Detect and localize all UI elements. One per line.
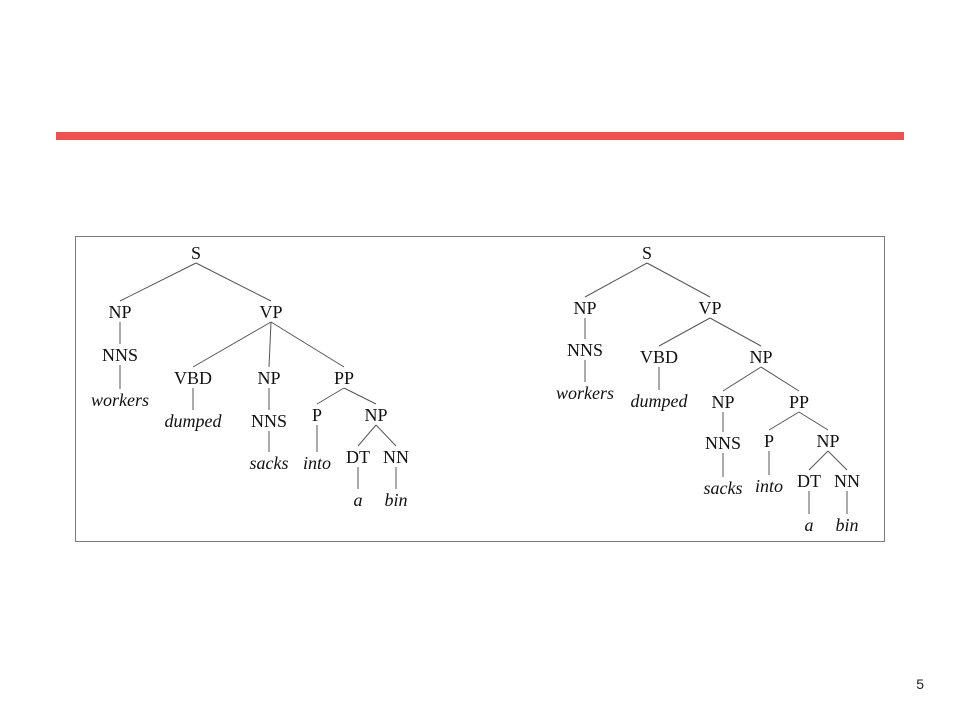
tree-node-label: VP [698, 298, 721, 318]
tree-edge [722, 366, 762, 392]
tree-leaf-word: workers [91, 390, 149, 410]
tree-node-label: PP [334, 368, 354, 388]
tree-node-label: NP [816, 431, 839, 451]
tree-node-label: S [642, 243, 652, 263]
tree-edge [709, 317, 762, 347]
tree-node-label: NP [257, 368, 280, 388]
tree-edge [808, 450, 829, 471]
tree-edge [658, 317, 711, 347]
tree-edge [192, 321, 272, 368]
tree-node-label: NP [364, 405, 387, 425]
tree-leaf-word: a [354, 490, 363, 510]
tree-node-label: NNS [102, 345, 138, 365]
tree-edge [584, 262, 648, 298]
tree-edge [268, 321, 272, 368]
tree-node-label: NP [108, 302, 131, 322]
tree-leaf-word: sacks [704, 478, 743, 498]
tree-edge [316, 387, 345, 405]
tree-node-label: NNS [251, 411, 287, 431]
tree-node-label: NNS [705, 433, 741, 453]
tree-node-label: NP [711, 392, 734, 412]
tree-edge [768, 411, 800, 431]
tree-node-label: VBD [174, 368, 212, 388]
tree-node-label: NP [573, 298, 596, 318]
tree-edge [827, 450, 848, 471]
tree-node-label: NN [834, 471, 860, 491]
tree-node-label: NP [749, 347, 772, 367]
title-accent-bar [56, 132, 904, 140]
tree-leaf-word: workers [556, 383, 614, 403]
tree-node-label: P [312, 405, 322, 425]
tree-edge [646, 262, 711, 298]
tree-edge [760, 366, 800, 392]
tree-leaf-word: dumped [631, 391, 689, 411]
parse-tree-left: S NP VP NNS workers VBD NP PP dumped NNS sacks P NP i… [91, 243, 409, 510]
tree-node-label: DT [346, 447, 370, 467]
tree-leaf-word: a [805, 515, 814, 535]
tree-node-label: VBD [640, 347, 678, 367]
tree-leaf-word: into [303, 453, 331, 473]
tree-edge [798, 411, 829, 431]
tree-edge [270, 321, 345, 368]
tree-node-label: PP [789, 392, 809, 412]
tree-edge [357, 424, 377, 447]
tree-node-label: VP [259, 302, 282, 322]
tree-leaf-word: bin [384, 490, 407, 510]
tree-edge [195, 262, 272, 302]
tree-edge [119, 262, 197, 302]
tree-node-label: P [764, 431, 774, 451]
tree-leaf-word: into [755, 476, 783, 496]
tree-leaf-word: sacks [250, 453, 289, 473]
tree-edge [375, 424, 397, 447]
tree-node-label: DT [797, 471, 821, 491]
tree-node-label: NNS [567, 340, 603, 360]
tree-node-label: NN [383, 447, 409, 467]
tree-node-label: S [191, 243, 201, 263]
tree-leaf-word: bin [835, 515, 858, 535]
tree-edge [343, 387, 377, 405]
tree-leaf-word: dumped [165, 411, 223, 431]
page-number: 5 [916, 676, 924, 692]
